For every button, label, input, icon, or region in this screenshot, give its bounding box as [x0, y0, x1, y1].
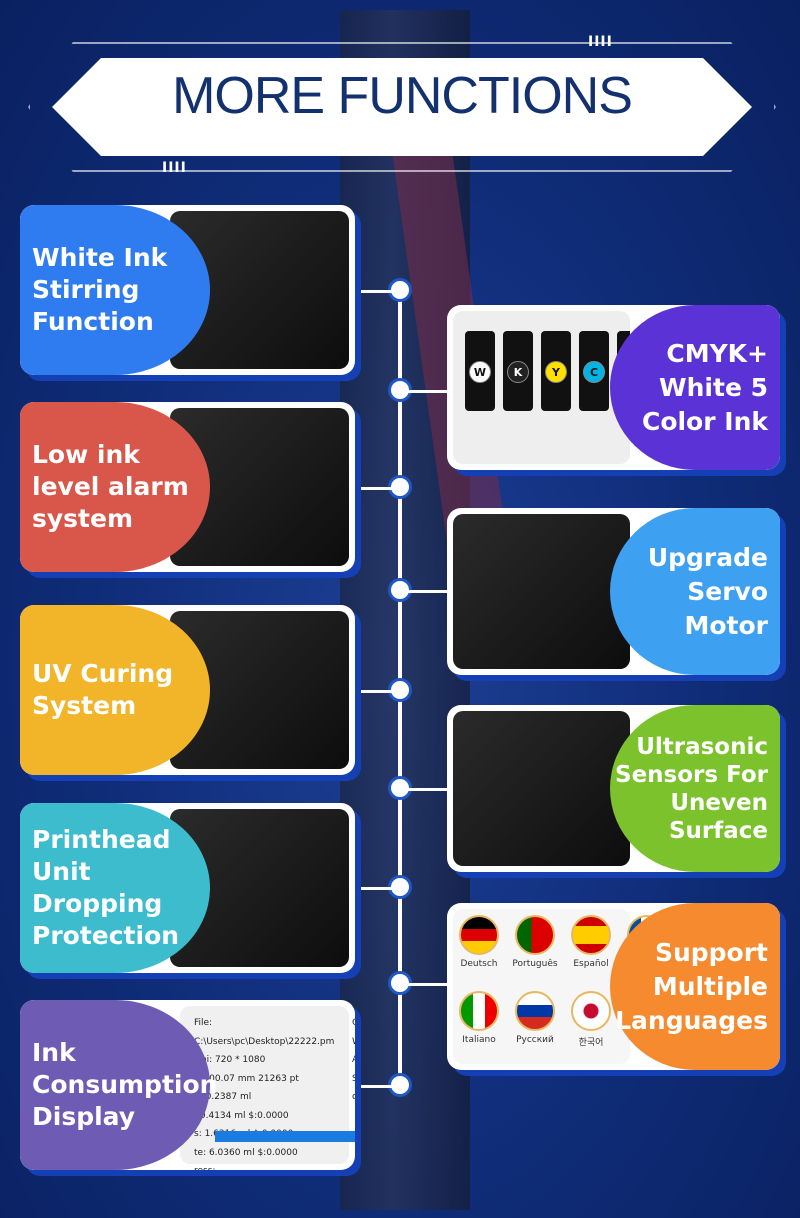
feature-card-right: WKYCM CMYK+ White 5 Color Ink: [447, 305, 780, 470]
connector: [405, 590, 447, 593]
language-item: Русский: [509, 991, 561, 1064]
ink-tank-badge: W: [469, 361, 491, 383]
flag-icon: [571, 915, 611, 955]
ink-display-label: Area: S: [352, 1055, 355, 1084]
ink-display-label: c: 0: [352, 1092, 355, 1102]
feature-card-left: Printhead Unit Dropping Protection: [20, 803, 355, 973]
language-item: Italiano: [453, 991, 505, 1064]
ink-display-line: : 0.4134 ml $:0.0000: [194, 1110, 289, 1121]
connector: [405, 788, 447, 791]
flag-icon: [459, 991, 499, 1031]
feature-label: White Ink Stirring Function: [20, 205, 210, 375]
ink-tank-badge: C: [583, 361, 605, 383]
feature-photo: [453, 514, 630, 669]
bars-mark: IIII: [162, 160, 187, 176]
feature-card-right: Upgrade Servo Motor: [447, 508, 780, 675]
ink-display-line: File: C:\Users\pc\Desktop\22222.pm: [194, 1018, 335, 1047]
language-name: Español: [573, 959, 609, 969]
connector: [355, 1085, 395, 1088]
language-name: Italiano: [462, 1035, 496, 1045]
ink-display-line: Dpi: 720 * 1080: [194, 1055, 266, 1065]
language-name: 한국어: [578, 1038, 604, 1048]
connector: [405, 390, 447, 393]
language-name: Русский: [516, 1035, 554, 1045]
ink-display-line: te: 6.0360 ml $:0.0000: [194, 1147, 298, 1158]
language-item: Português: [509, 915, 561, 985]
feature-card-right: Ultrasonic Sensors For Uneven Surface: [447, 705, 780, 872]
page-title: MORE FUNCTIONS: [172, 67, 633, 125]
connector: [355, 690, 395, 693]
ink-display-line: ress:: [194, 1162, 349, 1170]
feature-photo: [453, 711, 630, 866]
ink-tank-badge: K: [507, 361, 529, 383]
feature-label: Printhead Unit Dropping Protection: [20, 803, 210, 973]
ink-tank-badge: Y: [545, 361, 567, 383]
feature-card-left: UV Curing System: [20, 605, 355, 775]
flag-icon: [571, 991, 611, 1031]
language-grid: DeutschPortuguêsEspañolFrançaisItalianoР…: [453, 909, 667, 1064]
feature-label: CMYK+ White 5 Color Ink: [610, 305, 780, 470]
bars-mark: IIII: [588, 34, 613, 50]
ink-display-line: t: 500.07 mm 21263 pt: [194, 1073, 299, 1084]
language-item: 한국어: [565, 991, 617, 1064]
feature-card-right: DeutschPortuguêsEspañolFrançaisItalianoР…: [447, 903, 780, 1070]
language-item: Español: [565, 915, 617, 985]
connector: [355, 290, 395, 293]
feature-card-left: White Ink Stirring Function: [20, 205, 355, 375]
ink-tanks-photo: WKYCM: [453, 311, 630, 464]
flag-icon: [515, 991, 555, 1031]
feature-label: Support Multiple Languages: [610, 903, 780, 1070]
connector: [355, 887, 395, 890]
feature-label: Upgrade Servo Motor: [610, 508, 780, 675]
ink-display-line: : 10.2387 ml: [194, 1092, 252, 1102]
feature-label: Ultrasonic Sensors For Uneven Surface: [610, 705, 780, 872]
flag-icon: [459, 915, 499, 955]
language-item: Deutsch: [453, 915, 505, 985]
flag-icon: [515, 915, 555, 955]
feature-label: Ink Consumption Display: [20, 1000, 217, 1170]
language-name: Português: [512, 959, 558, 969]
banner-outline: [28, 42, 776, 172]
connector: [405, 983, 447, 986]
feature-card-left: Low ink level alarm system: [20, 402, 355, 572]
language-name: Deutsch: [460, 959, 498, 969]
title-banner: [52, 58, 752, 156]
feature-label: Low ink level alarm system: [20, 402, 210, 572]
progress-bar: [215, 1131, 355, 1142]
ink-display-label: Colo: [352, 1014, 355, 1033]
feature-label: UV Curing System: [20, 605, 210, 775]
ink-display-label: Wic: [352, 1033, 355, 1052]
connector: [355, 487, 395, 490]
